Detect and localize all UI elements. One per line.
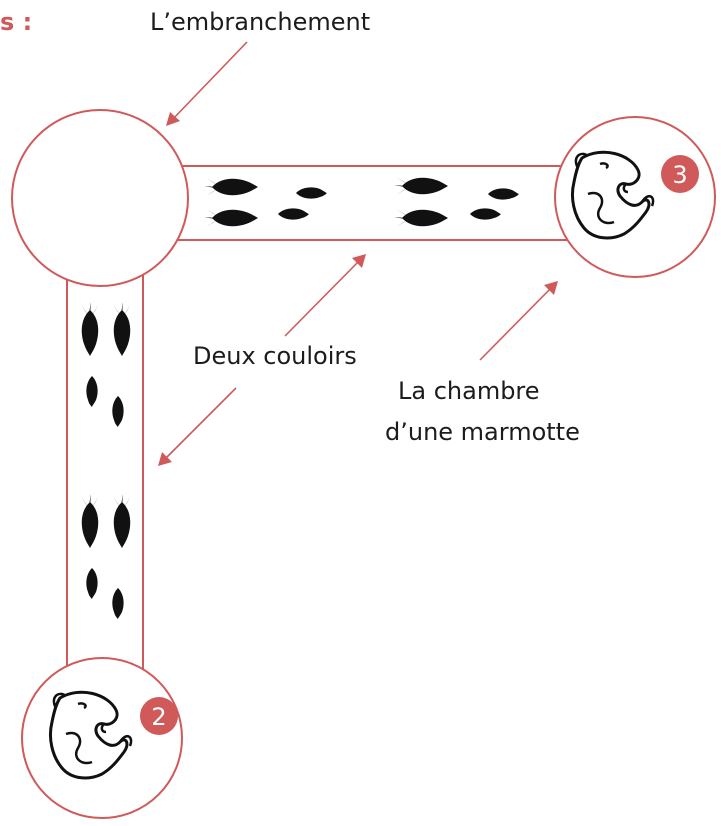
arrow-corridor-horizontal-head — [352, 254, 366, 268]
arrow-corridor-vertical-head — [158, 452, 172, 466]
chamber-circle-3 — [554, 116, 716, 278]
heading-fragment: s : — [0, 8, 33, 36]
chamber-number-2: 2 — [151, 703, 166, 731]
arrow-branch — [171, 41, 248, 121]
chamber-circle-2 — [21, 657, 183, 819]
chamber-badge-3 — [661, 155, 699, 193]
branch-junction — [11, 109, 189, 287]
label-chamber-line2: d’une marmotte — [385, 418, 580, 446]
arrow-branch-head — [166, 112, 180, 126]
label-corridors: Deux couloirs — [193, 342, 357, 370]
chamber-number-3: 3 — [672, 161, 687, 189]
corridor-vertical — [66, 261, 144, 703]
arrow-corridor-vertical — [163, 387, 237, 461]
label-branch: L’embranchement — [150, 8, 371, 36]
arrow-chamber — [479, 286, 553, 361]
arrow-chamber-head — [544, 281, 558, 295]
label-chamber-line1: La chambre — [398, 377, 540, 405]
arrow-corridor-horizontal — [284, 259, 361, 337]
chamber-badge-2 — [140, 697, 178, 735]
corridor-horizontal — [149, 165, 591, 241]
